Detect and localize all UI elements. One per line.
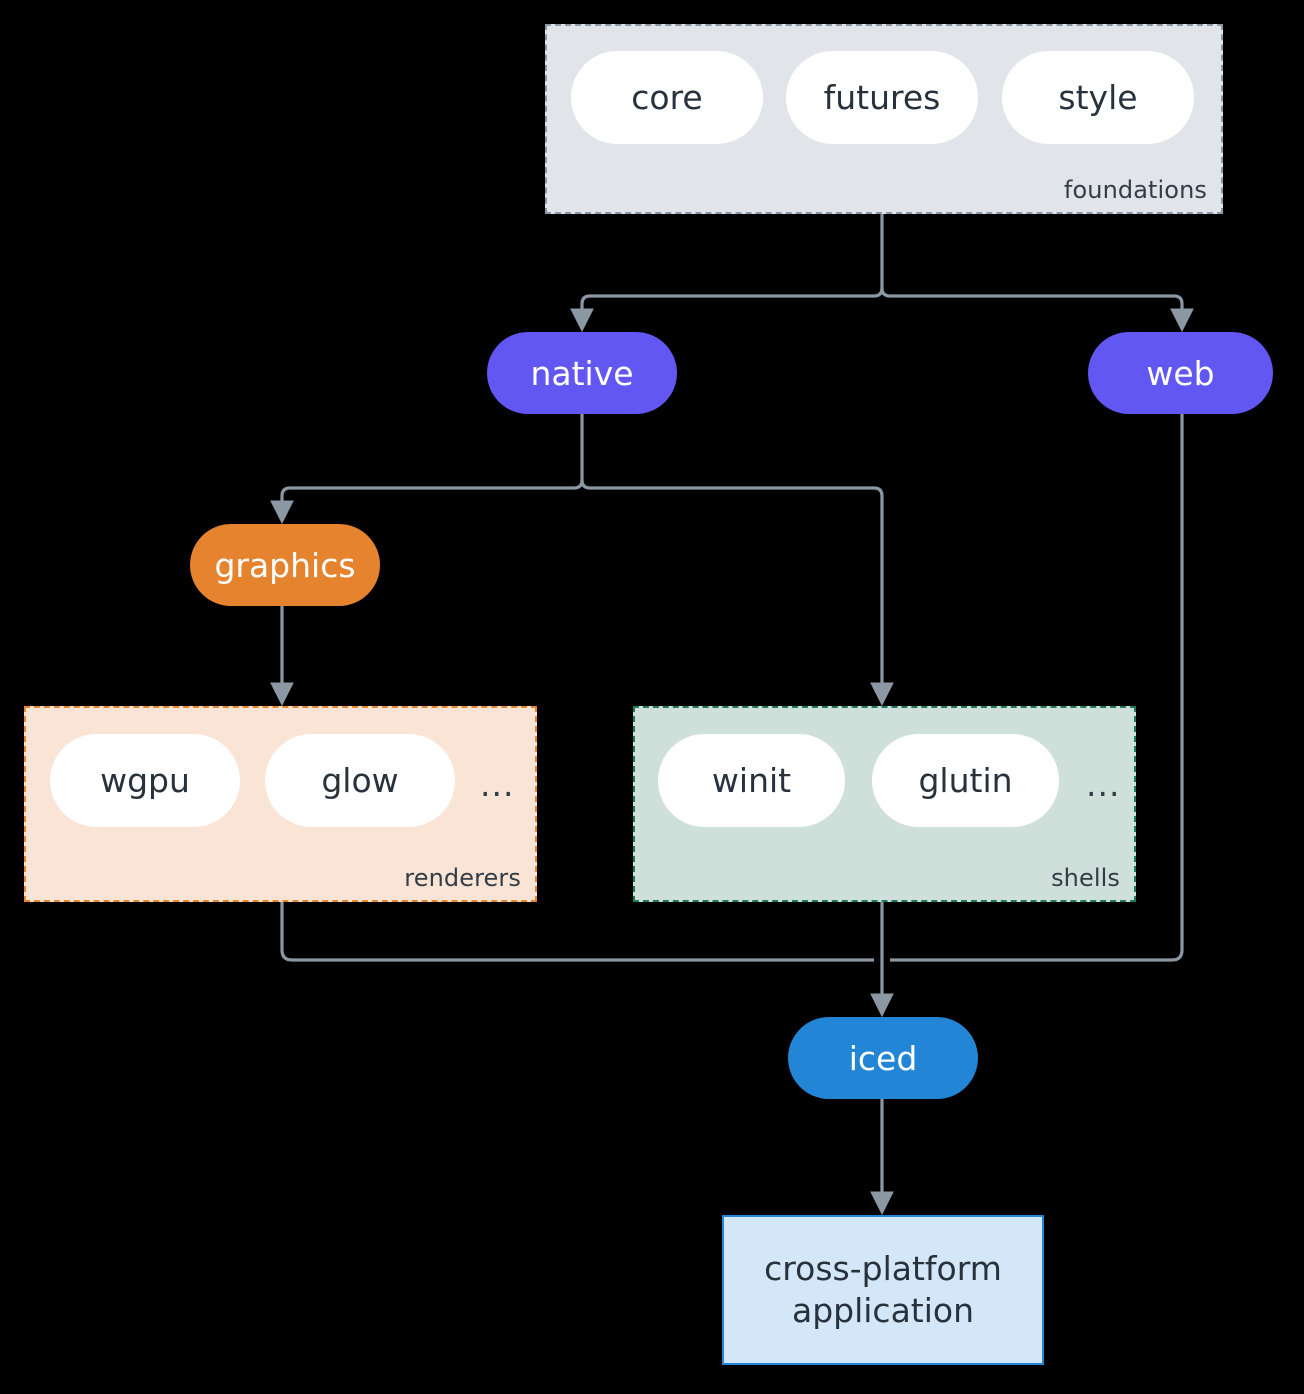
node-glutin-label: glutin [918,761,1013,800]
node-core[interactable]: core [571,51,763,144]
node-core-label: core [631,78,703,117]
node-web[interactable]: web [1088,332,1273,414]
node-glutin[interactable]: glutin [872,734,1059,827]
cluster-renderers-label: renderers [404,864,521,892]
node-winit[interactable]: winit [658,734,845,827]
node-cross-platform-application[interactable]: cross-platform application [722,1215,1044,1365]
renderers-ellipsis: ... [480,765,515,804]
node-glow-label: glow [321,761,399,800]
node-iced-label: iced [848,1038,918,1078]
node-graphics[interactable]: graphics [190,524,380,606]
node-graphics-label: graphics [214,545,356,585]
node-web-label: web [1146,353,1215,393]
node-futures[interactable]: futures [786,51,978,144]
node-futures-label: futures [823,78,941,117]
node-wgpu-label: wgpu [100,761,190,800]
application-label-line2: application [791,1291,975,1330]
node-wgpu[interactable]: wgpu [50,734,240,827]
shells-ellipsis: ... [1086,765,1121,804]
node-iced[interactable]: iced [788,1017,978,1099]
node-style[interactable]: style [1002,51,1194,144]
cluster-shells-label: shells [1051,864,1120,892]
node-winit-label: winit [711,761,792,800]
node-native-label: native [530,353,634,393]
node-glow[interactable]: glow [265,734,455,827]
cluster-foundations-label: foundations [1063,176,1207,204]
application-label-line1: cross-platform [764,1248,1002,1288]
node-native[interactable]: native [487,332,677,414]
node-style-label: style [1058,78,1138,117]
